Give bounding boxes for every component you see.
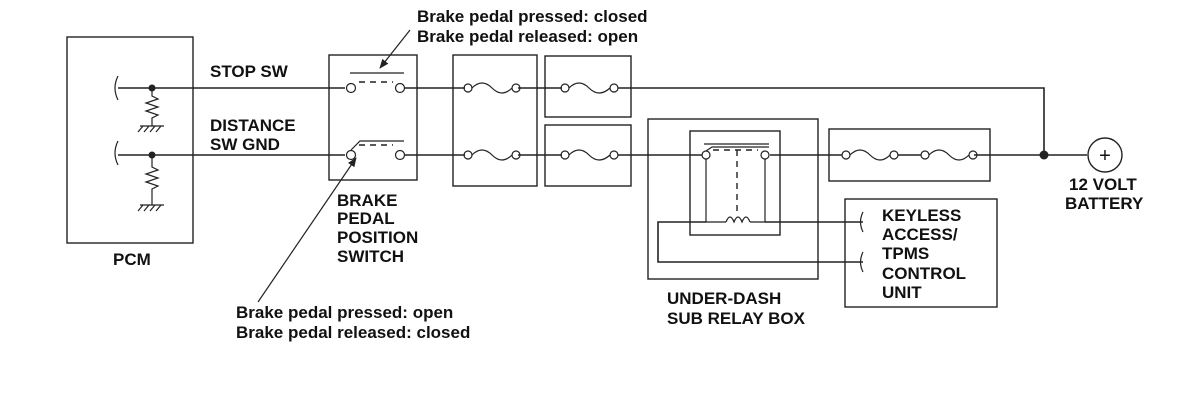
fuse-box-2-bottom bbox=[544, 124, 632, 187]
annotation-top-line-1: Brake pedal pressed: closed bbox=[417, 7, 648, 26]
bpp-label-1: BRAKE bbox=[337, 191, 397, 210]
battery-label-2: BATTERY bbox=[1065, 194, 1144, 213]
battery-label-1: 12 VOLT bbox=[1069, 175, 1137, 194]
fuse-box-2-top bbox=[544, 55, 632, 118]
under-dash-label-1: UNDER-DASH bbox=[667, 289, 781, 308]
brake-pedal-position-switch bbox=[328, 54, 418, 181]
pcm-label: PCM bbox=[113, 250, 151, 269]
fuse-box-1 bbox=[452, 54, 538, 187]
battery bbox=[1087, 137, 1123, 173]
battery-plus-icon: + bbox=[1099, 145, 1111, 167]
keyless-label-1: KEYLESS bbox=[882, 206, 961, 225]
annotation-bottom-line-2: Brake pedal released: closed bbox=[236, 323, 470, 342]
bpp-label-3: POSITION bbox=[337, 228, 418, 247]
bpp-label-2: PEDAL bbox=[337, 209, 395, 228]
keyless-label-2: ACCESS/ bbox=[882, 225, 958, 244]
bpp-label-4: SWITCH bbox=[337, 247, 404, 266]
distance-label: DISTANCE bbox=[210, 116, 296, 135]
stop-sw-label: STOP SW bbox=[210, 62, 289, 81]
keyless-label-4: CONTROL bbox=[882, 264, 966, 283]
sw-gnd-label: SW GND bbox=[210, 135, 280, 154]
under-dash-label-2: SUB RELAY BOX bbox=[667, 309, 806, 328]
under-dash-sub-relay-box bbox=[647, 118, 863, 280]
annotation-bottom-line-1: Brake pedal pressed: open bbox=[236, 303, 453, 322]
keyless-label-3: TPMS bbox=[882, 244, 929, 263]
annotation-top-line-2: Brake pedal released: open bbox=[417, 27, 638, 46]
pcm-module bbox=[66, 36, 194, 244]
fuse-box-3 bbox=[828, 128, 991, 182]
keyless-label-5: UNIT bbox=[882, 283, 922, 302]
junction-dot bbox=[1039, 150, 1049, 160]
stop-sw-wire-right bbox=[405, 87, 1045, 155]
annotation-bottom-arrow bbox=[257, 157, 357, 303]
keyless-tpms-control-unit bbox=[844, 198, 998, 308]
annotation-top-arrow bbox=[379, 29, 411, 69]
